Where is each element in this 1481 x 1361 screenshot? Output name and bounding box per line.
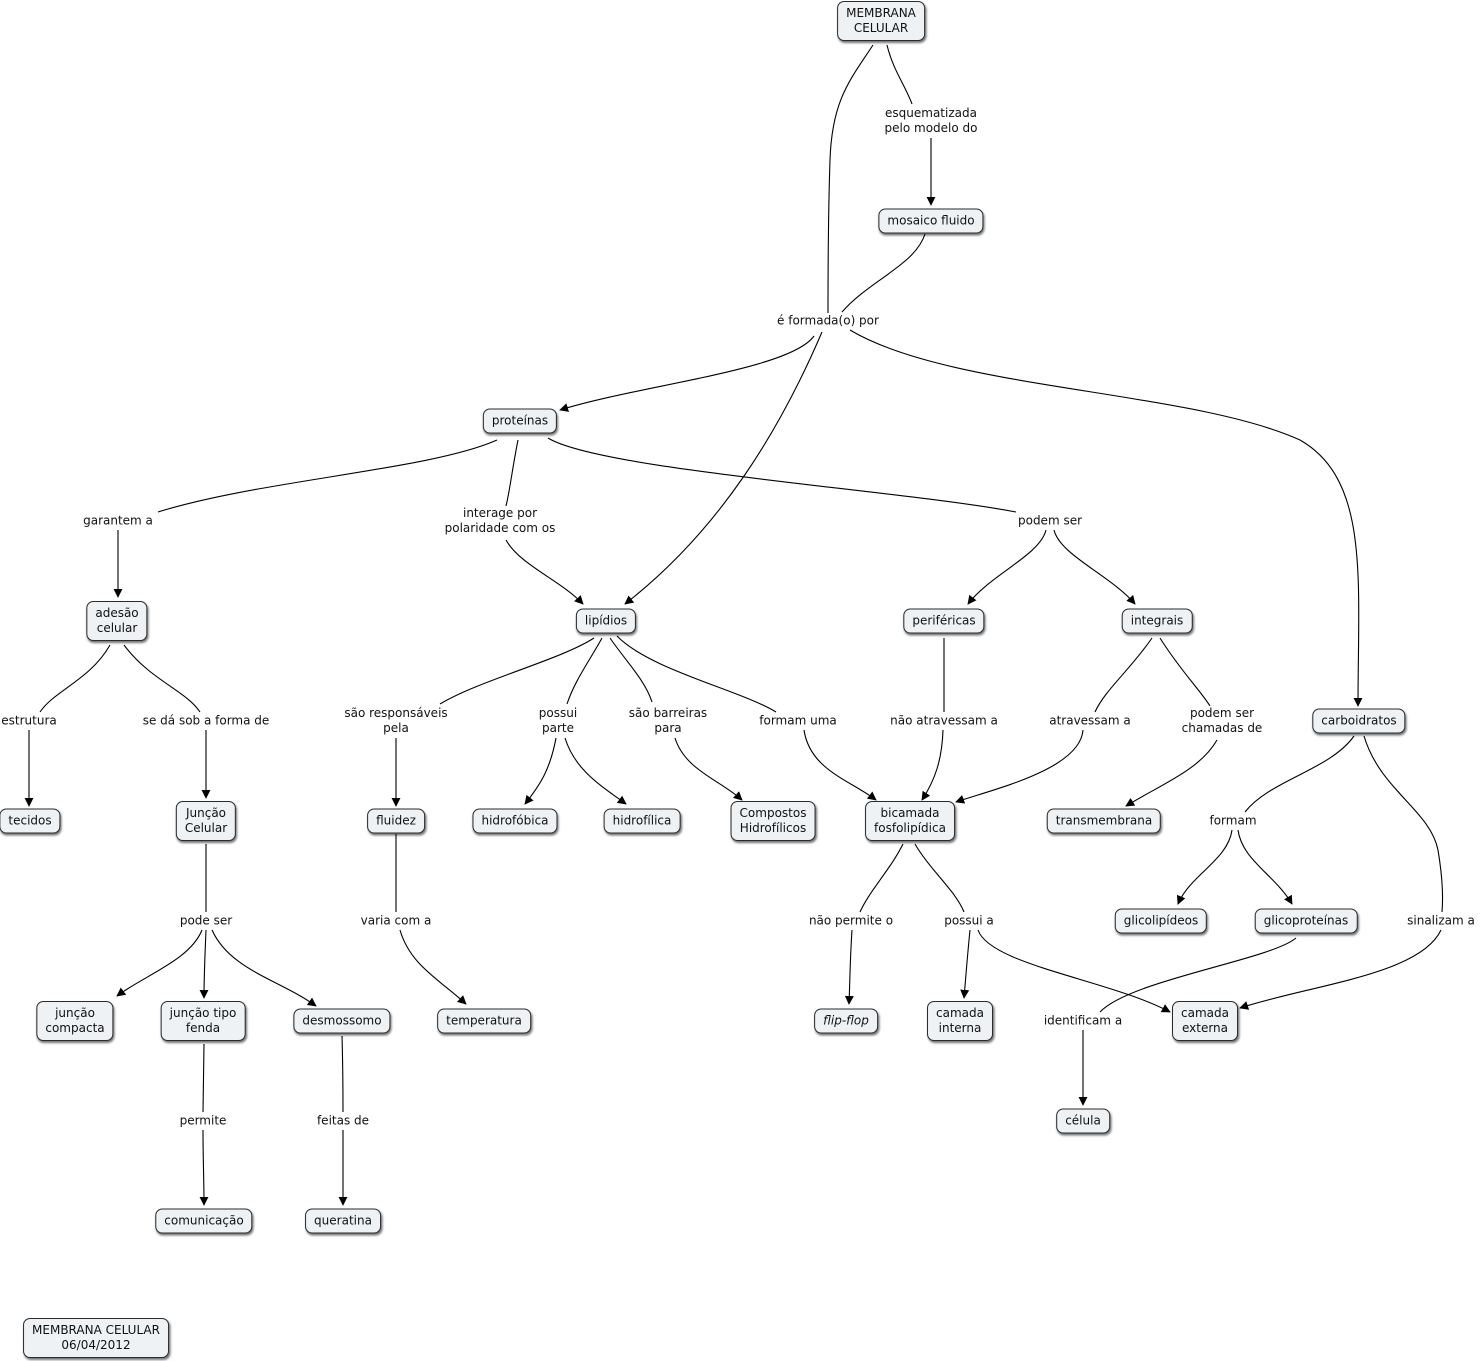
edge-podeser-fenda: [199, 929, 209, 999]
concept-integrais[interactable]: integrais: [1121, 608, 1193, 634]
link-interage: interage por polaridade com os: [442, 506, 558, 536]
concept-hidrofobica[interactable]: hidrofóbica: [472, 808, 558, 834]
concept-mosaico-fluido[interactable]: mosaico fluido: [878, 208, 984, 234]
concept-juncao-compacta[interactable]: junção compacta: [36, 1001, 114, 1041]
edge-atravessam-bicamada: [955, 729, 1084, 804]
link-possui-a: possui a: [942, 913, 996, 929]
link-esquematizada: esquematizada pelo modelo do: [882, 106, 980, 136]
edge-podeser-compacta: [116, 929, 203, 997]
concept-glicolipideos[interactable]: glicolipídeos: [1114, 908, 1208, 934]
edge-adesao-seda: [123, 644, 201, 713]
link-atravessam: atravessam a: [1047, 713, 1133, 729]
concept-fluidez[interactable]: fluidez: [367, 808, 425, 834]
edge-podemser-perifericas: [967, 529, 1047, 605]
edge-proteinas-garantem: [157, 439, 498, 513]
link-pode-ser: pode ser: [177, 913, 235, 929]
edge-lipidios-responsaveis: [439, 637, 595, 705]
link-responsaveis: são responsáveis pela: [342, 706, 450, 736]
edge-barreiras-compostos: [674, 737, 743, 801]
concept-comunicacao[interactable]: comunicação: [155, 1208, 253, 1234]
concept-queratina[interactable]: queratina: [305, 1208, 381, 1234]
edge-membrana-esquematizada: [886, 44, 913, 105]
concept-perifericas[interactable]: periféricas: [903, 608, 985, 634]
edge-podeser-desmossomo: [211, 929, 317, 1007]
link-formada: é formada(o) por: [775, 313, 881, 329]
concept-desmossomo[interactable]: desmossomo: [293, 1008, 391, 1034]
edge-interage-lipidios: [505, 539, 584, 605]
link-nao-permite: não permite o: [806, 913, 896, 929]
link-nao-atravessam: não atravessam a: [888, 713, 1000, 729]
edge-formam-glicolipideos: [1176, 829, 1233, 905]
edge-lipidios-barreiras: [609, 637, 653, 703]
edge-podemser-integrais: [1053, 529, 1136, 605]
concept-hidrofilica[interactable]: hidrofílica: [603, 808, 681, 834]
concept-juncao-celular[interactable]: Junção Celular: [175, 801, 237, 841]
concept-lipidios[interactable]: lipídios: [575, 608, 637, 634]
concept-compostos-hidrofilicos[interactable]: Compostos Hidrofílicos: [730, 801, 816, 841]
edge-glicoproteinas-identificam: [1099, 937, 1297, 1013]
edge-formada-proteinas: [559, 335, 815, 412]
edge-proteinas-podemser: [547, 437, 1017, 513]
edge-formam-glicoproteinas: [1237, 829, 1293, 905]
link-chamadas: podem ser chamadas de: [1179, 706, 1265, 736]
concept-tecidos[interactable]: tecidos: [0, 808, 61, 834]
edge-adesao-estrutura: [39, 644, 111, 713]
concept-transmembrana[interactable]: transmembrana: [1046, 808, 1162, 834]
concept-glicoproteinas[interactable]: glicoproteínas: [1254, 908, 1358, 934]
link-garantem: garantem a: [81, 513, 155, 529]
concept-flip-flop[interactable]: flip-flop: [814, 1008, 878, 1034]
edge-varia-temperatura: [399, 929, 467, 1005]
edge-mosaico-formada: [841, 233, 926, 313]
link-possui-parte: possui parte: [536, 706, 580, 736]
edge-possui-hidrofilica: [564, 737, 627, 805]
edge-integrais-chamadas: [1159, 637, 1211, 707]
link-sinalizam: sinalizam a: [1405, 913, 1477, 929]
link-permite: permite: [177, 1113, 229, 1129]
edge-fenda-permite: [202, 1043, 205, 1113]
link-formam: formam: [1207, 813, 1259, 829]
edge-possuia-interna: [960, 929, 971, 999]
concept-camada-interna[interactable]: camada interna: [927, 1001, 993, 1041]
edge-carboidratos-sinalizam: [1363, 735, 1444, 913]
concept-proteinas[interactable]: proteínas: [482, 408, 558, 434]
edge-integrais-atravessam: [1094, 637, 1153, 713]
link-identificam: identificam a: [1041, 1013, 1125, 1029]
edge-bicamada-possuia: [914, 843, 965, 913]
edge-lipidios-formamuma: [616, 635, 777, 713]
edge-chamadas-transmembrana: [1125, 739, 1218, 807]
edge-permite-comunicacao: [199, 1129, 209, 1206]
edge-naoatravessam-bicamada: [921, 729, 944, 801]
concept-adesao-celular[interactable]: adesão celular: [86, 601, 148, 641]
edge-proteinas-interage: [505, 439, 519, 507]
link-estrutura: estrutura: [0, 713, 59, 729]
edge-possuia-externa: [977, 929, 1171, 1013]
concept-carboidratos[interactable]: carboidratos: [1312, 708, 1406, 734]
link-barreiras: são barreiras para: [626, 706, 710, 736]
concept-juncao-fenda[interactable]: junção tipo fenda: [160, 1001, 246, 1041]
edge-carboidratos-formam: [1244, 735, 1355, 813]
edge-formada-carboidratos: [849, 329, 1363, 707]
edge-possui-hidrofobica: [524, 737, 557, 805]
edge-sinalizam-externa: [1239, 929, 1442, 1010]
link-podem-ser: podem ser: [1015, 513, 1085, 529]
concept-bicamada[interactable]: bicamada fosfolipídica: [865, 801, 955, 841]
edge-lipidios-possui: [566, 637, 603, 705]
edge-formamuma-bicamada: [803, 729, 877, 801]
link-feitas: feitas de: [314, 1113, 372, 1129]
concept-temperatura[interactable]: temperatura: [437, 1008, 531, 1034]
link-se-da: se dá sob a forma de: [140, 713, 272, 729]
edge-desmossomo-feitas: [341, 1035, 344, 1113]
link-formam-uma: formam uma: [757, 713, 839, 729]
link-varia: varia com a: [358, 913, 434, 929]
concept-camada-externa[interactable]: camada externa: [1172, 1001, 1238, 1041]
edge-bicamada-naopermite: [859, 843, 904, 913]
footer-title-box: MEMBRANA CELULAR 06/04/2012: [23, 1318, 169, 1358]
concept-membrana[interactable]: MEMBRANA CELULAR: [837, 1, 925, 41]
edge-membrana-formada: [827, 44, 874, 314]
concept-celula[interactable]: célula: [1056, 1108, 1110, 1134]
edge-naopermite-flipflop: [844, 929, 854, 1005]
